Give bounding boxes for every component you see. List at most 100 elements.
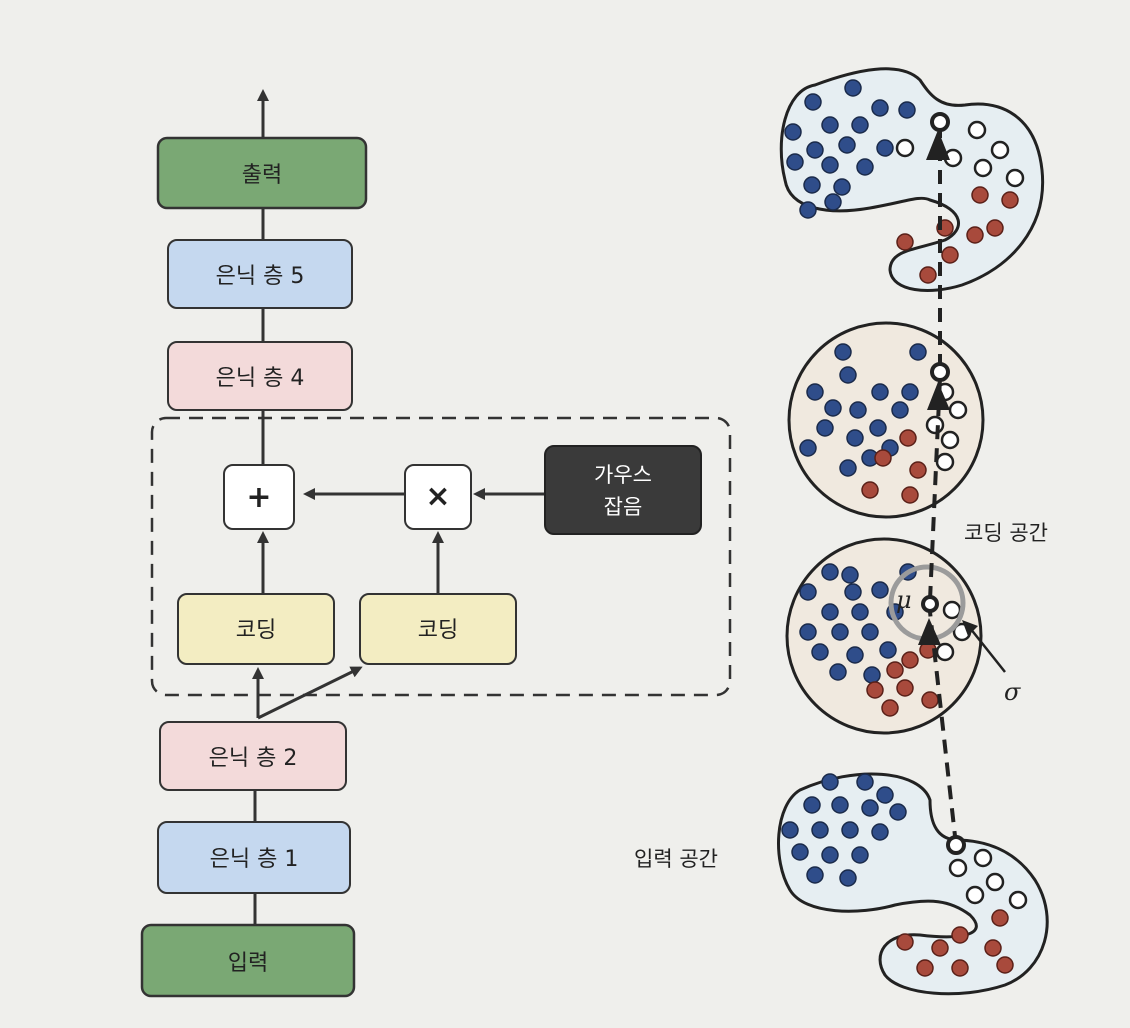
blue-data-point xyxy=(861,623,879,641)
input-space-label: 입력 공간 xyxy=(634,847,718,871)
sampling-frame xyxy=(150,416,732,697)
hollow-data-point xyxy=(973,848,993,868)
multiply-node: × xyxy=(404,464,472,530)
red-data-point xyxy=(951,926,969,944)
blue-data-point xyxy=(799,623,817,641)
red-data-point xyxy=(996,956,1014,974)
blue-data-point xyxy=(824,193,842,211)
red-data-point xyxy=(919,266,937,284)
hollow-data-point xyxy=(985,872,1005,892)
blue-data-point xyxy=(821,773,839,791)
red-data-point xyxy=(866,681,884,699)
red-data-point xyxy=(966,226,984,244)
blue-data-point xyxy=(849,401,867,419)
blue-data-point xyxy=(804,93,822,111)
hidden-layer-1-label: 은닉 층 1 xyxy=(210,847,299,872)
output-label: 출력 xyxy=(242,163,282,188)
coding-space-label: 코딩 공간 xyxy=(964,521,1048,545)
blue-data-point xyxy=(821,846,839,864)
red-data-point xyxy=(896,679,914,697)
blue-data-point xyxy=(781,821,799,839)
hidden-layer-4-label: 은닉 층 4 xyxy=(216,366,305,391)
blue-data-point xyxy=(869,419,887,437)
plus-symbol: + xyxy=(246,480,271,515)
hollow-data-point xyxy=(935,452,955,472)
network-architecture: 출력 은닉 층 5 은닉 층 4 + × 가우스 잡음 xyxy=(140,89,732,998)
coding-mean-box: 코딩 xyxy=(177,593,335,665)
sampling-path xyxy=(928,128,958,846)
hollow-data-point xyxy=(925,415,945,435)
gaussian-noise-line2: 잡음 xyxy=(604,495,643,519)
red-data-point xyxy=(984,939,1002,957)
red-data-point xyxy=(1001,191,1019,209)
path-point-output xyxy=(930,112,950,132)
space-illustration: μ σ 코딩 공간 입력 공간 xyxy=(634,67,1049,996)
blue-data-point xyxy=(856,158,874,176)
hollow-data-point xyxy=(973,158,993,178)
red-data-point xyxy=(899,429,917,447)
blue-data-point xyxy=(851,116,869,134)
blue-data-point xyxy=(824,399,842,417)
gaussian-noise-line1: 가우스 xyxy=(594,463,652,487)
coding-space-circle-upper xyxy=(787,321,985,519)
blue-data-point xyxy=(841,821,859,839)
hollow-data-point xyxy=(1005,168,1025,188)
path-arrowhead-2 xyxy=(927,382,950,410)
path-point-coding-upper xyxy=(930,362,950,382)
path-arrowhead-1 xyxy=(918,618,941,645)
blue-data-point xyxy=(851,846,869,864)
blue-data-point xyxy=(901,383,919,401)
blue-data-point xyxy=(861,799,879,817)
sigma-pointer-arrowhead xyxy=(962,620,978,636)
sigma-label: σ xyxy=(1004,678,1021,706)
blue-data-point xyxy=(834,343,852,361)
sigma-pointer-line xyxy=(969,627,1006,673)
multiply-symbol: × xyxy=(425,479,450,514)
blue-data-point xyxy=(806,141,824,159)
blue-data-point xyxy=(831,623,849,641)
hollow-data-point xyxy=(948,400,968,420)
blue-data-point xyxy=(791,843,809,861)
blue-data-point xyxy=(871,581,889,599)
blue-data-point xyxy=(863,666,881,684)
hollow-data-point xyxy=(967,120,987,140)
red-data-point xyxy=(971,186,989,204)
plus-node: + xyxy=(223,464,295,530)
blue-data-point xyxy=(839,869,857,887)
arrow-h2-codingright xyxy=(257,666,363,720)
hollow-data-point xyxy=(942,600,962,620)
gaussian-noise-box: 가우스 잡음 xyxy=(544,445,702,535)
blue-data-point xyxy=(821,563,839,581)
hollow-data-point xyxy=(895,138,915,158)
path-segment-coding-to-coding xyxy=(928,377,942,601)
red-data-point xyxy=(896,933,914,951)
red-data-point xyxy=(874,449,892,467)
hollow-data-point xyxy=(1008,890,1028,910)
red-data-point xyxy=(941,246,959,264)
hidden-layer-1-box: 은닉 층 1 xyxy=(157,821,351,894)
red-data-point xyxy=(901,651,919,669)
blue-data-point xyxy=(806,383,824,401)
blue-data-point xyxy=(839,459,857,477)
output-box: 출력 xyxy=(156,136,368,210)
blue-data-point xyxy=(821,116,839,134)
blue-data-point xyxy=(838,136,856,154)
blue-data-point xyxy=(876,139,894,157)
hidden-layer-5-box: 은닉 층 5 xyxy=(167,239,353,309)
blue-data-point xyxy=(844,583,862,601)
input-label: 입력 xyxy=(228,951,268,976)
red-data-point xyxy=(916,959,934,977)
red-data-point xyxy=(886,661,904,679)
hidden-layer-2-box: 은닉 층 2 xyxy=(159,721,347,791)
input-box: 입력 xyxy=(140,923,356,998)
connection-arrows xyxy=(252,89,545,925)
coding-std-box: 코딩 xyxy=(359,593,517,665)
blue-data-point xyxy=(831,796,849,814)
red-data-point xyxy=(881,699,899,717)
blue-data-point xyxy=(821,603,839,621)
blue-data-point xyxy=(871,383,889,401)
red-data-point xyxy=(861,481,879,499)
hollow-data-point xyxy=(940,430,960,450)
blue-data-point xyxy=(871,823,889,841)
